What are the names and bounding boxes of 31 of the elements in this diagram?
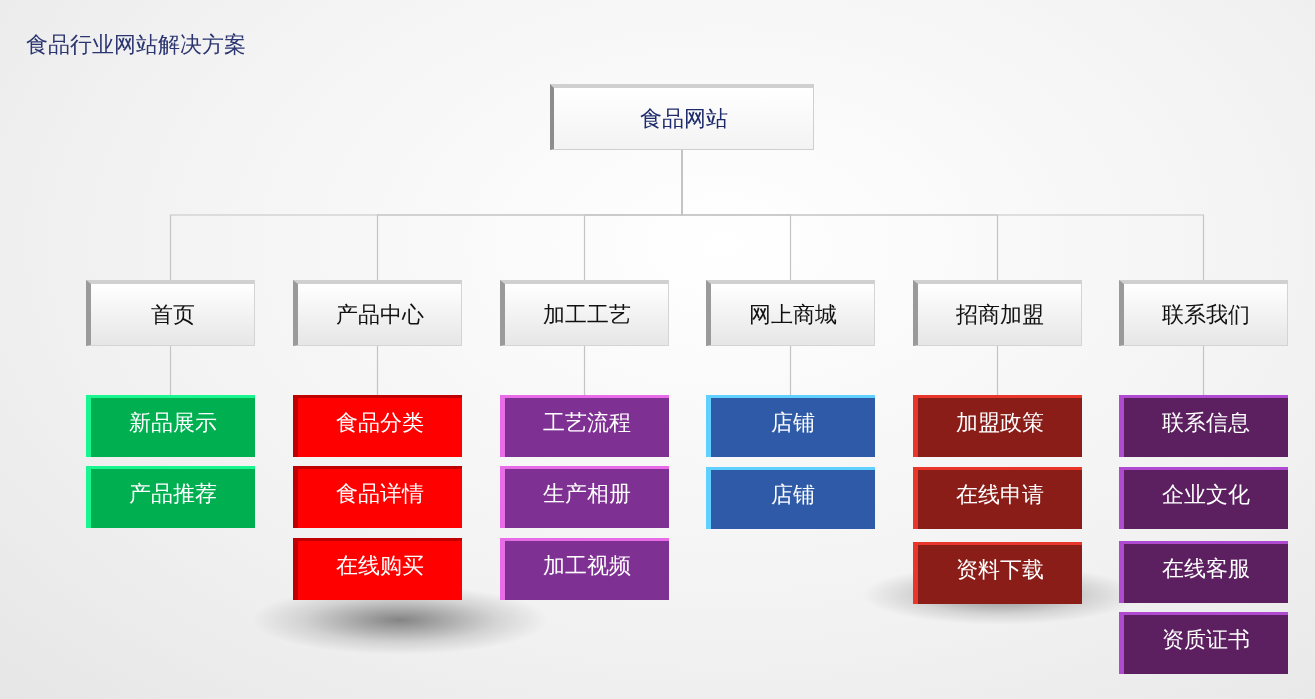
- page-box: 生产相册: [500, 466, 669, 528]
- page-box: 企业文化: [1119, 467, 1288, 529]
- category-box: 招商加盟: [913, 280, 1082, 346]
- page-box: 工艺流程: [500, 395, 669, 457]
- category-box: 联系我们: [1119, 280, 1288, 346]
- page-box: 联系信息: [1119, 395, 1288, 457]
- connector-line: [1202, 345, 1205, 396]
- page-box: 店铺: [706, 395, 875, 457]
- page-box: 在线客服: [1119, 541, 1288, 603]
- connector-line: [169, 345, 172, 396]
- connector-line: [789, 345, 792, 396]
- page-box: 新品展示: [86, 395, 255, 457]
- page-box: 加盟政策: [913, 395, 1082, 457]
- connector-line: [583, 345, 586, 396]
- category-box: 加工工艺: [500, 280, 669, 346]
- page-box: 在线购买: [293, 538, 462, 600]
- page-box: 食品详情: [293, 466, 462, 528]
- category-box: 首页: [86, 280, 255, 346]
- category-box: 产品中心: [293, 280, 462, 346]
- title: 食品行业网站解决方案: [26, 31, 246, 59]
- page-box: 产品推荐: [86, 466, 255, 528]
- category-box: 网上商城: [706, 280, 875, 346]
- root-box: 食品网站: [550, 84, 814, 150]
- page-box: 店铺: [706, 467, 875, 529]
- page-box: 在线申请: [913, 467, 1082, 529]
- connector-line: [376, 345, 379, 396]
- page-box: 资质证书: [1119, 612, 1288, 674]
- page-box: 食品分类: [293, 395, 462, 457]
- connector-line: [996, 345, 999, 396]
- page-box: 资料下载: [913, 542, 1082, 604]
- page-box: 加工视频: [500, 538, 669, 600]
